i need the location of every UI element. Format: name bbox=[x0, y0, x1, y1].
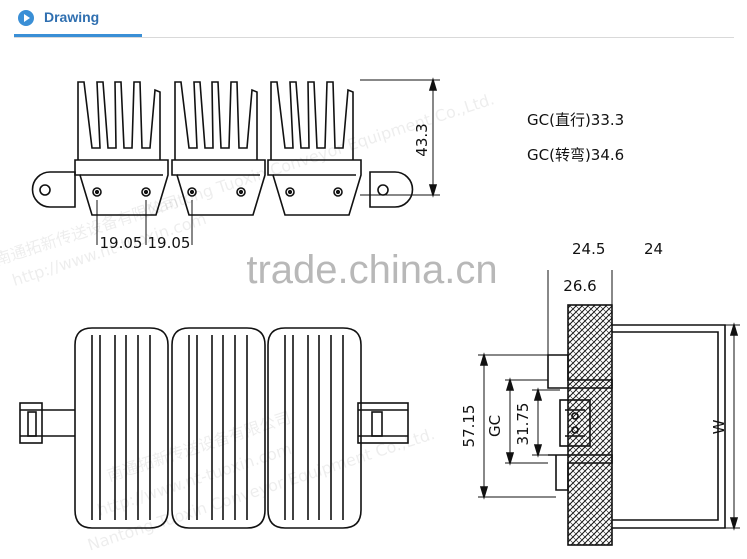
dim-overall: 57.15 bbox=[460, 405, 478, 448]
section-title: Drawing bbox=[44, 9, 100, 25]
dim-gc-straight: GC(直行)33.3 bbox=[527, 111, 624, 129]
active-tab-underline bbox=[14, 34, 142, 37]
dim-w: W bbox=[710, 419, 728, 434]
top-module-2 bbox=[171, 81, 266, 216]
header-divider bbox=[14, 37, 734, 38]
dim-gc: GC bbox=[486, 415, 504, 437]
plan-roller-1 bbox=[74, 327, 169, 529]
dim-top-right-a: 24.5 bbox=[572, 240, 605, 258]
plan-roller-3 bbox=[267, 327, 362, 529]
dim-inner: 31.75 bbox=[514, 403, 532, 446]
play-circle-icon bbox=[18, 10, 34, 26]
watermark-company-en: Nantong Tuoxin Conveyor Equipment Co.,Lt… bbox=[145, 89, 497, 220]
section-header: Drawing bbox=[0, 0, 747, 40]
site-watermark: trade.china.cn bbox=[246, 248, 497, 292]
plan-roller-2 bbox=[171, 327, 266, 529]
dim-gc-turn: GC(转弯)34.6 bbox=[527, 146, 624, 164]
dim-pitch-left: 19.05 bbox=[100, 234, 143, 252]
dim-height-top: 43.3 bbox=[413, 123, 431, 156]
top-module-1 bbox=[74, 81, 169, 216]
top-module-3 bbox=[267, 81, 362, 216]
dim-width-small: 26.6 bbox=[563, 277, 596, 295]
dim-pitch-right: 19.05 bbox=[148, 234, 191, 252]
dim-top-right-b: 24 bbox=[644, 240, 663, 258]
